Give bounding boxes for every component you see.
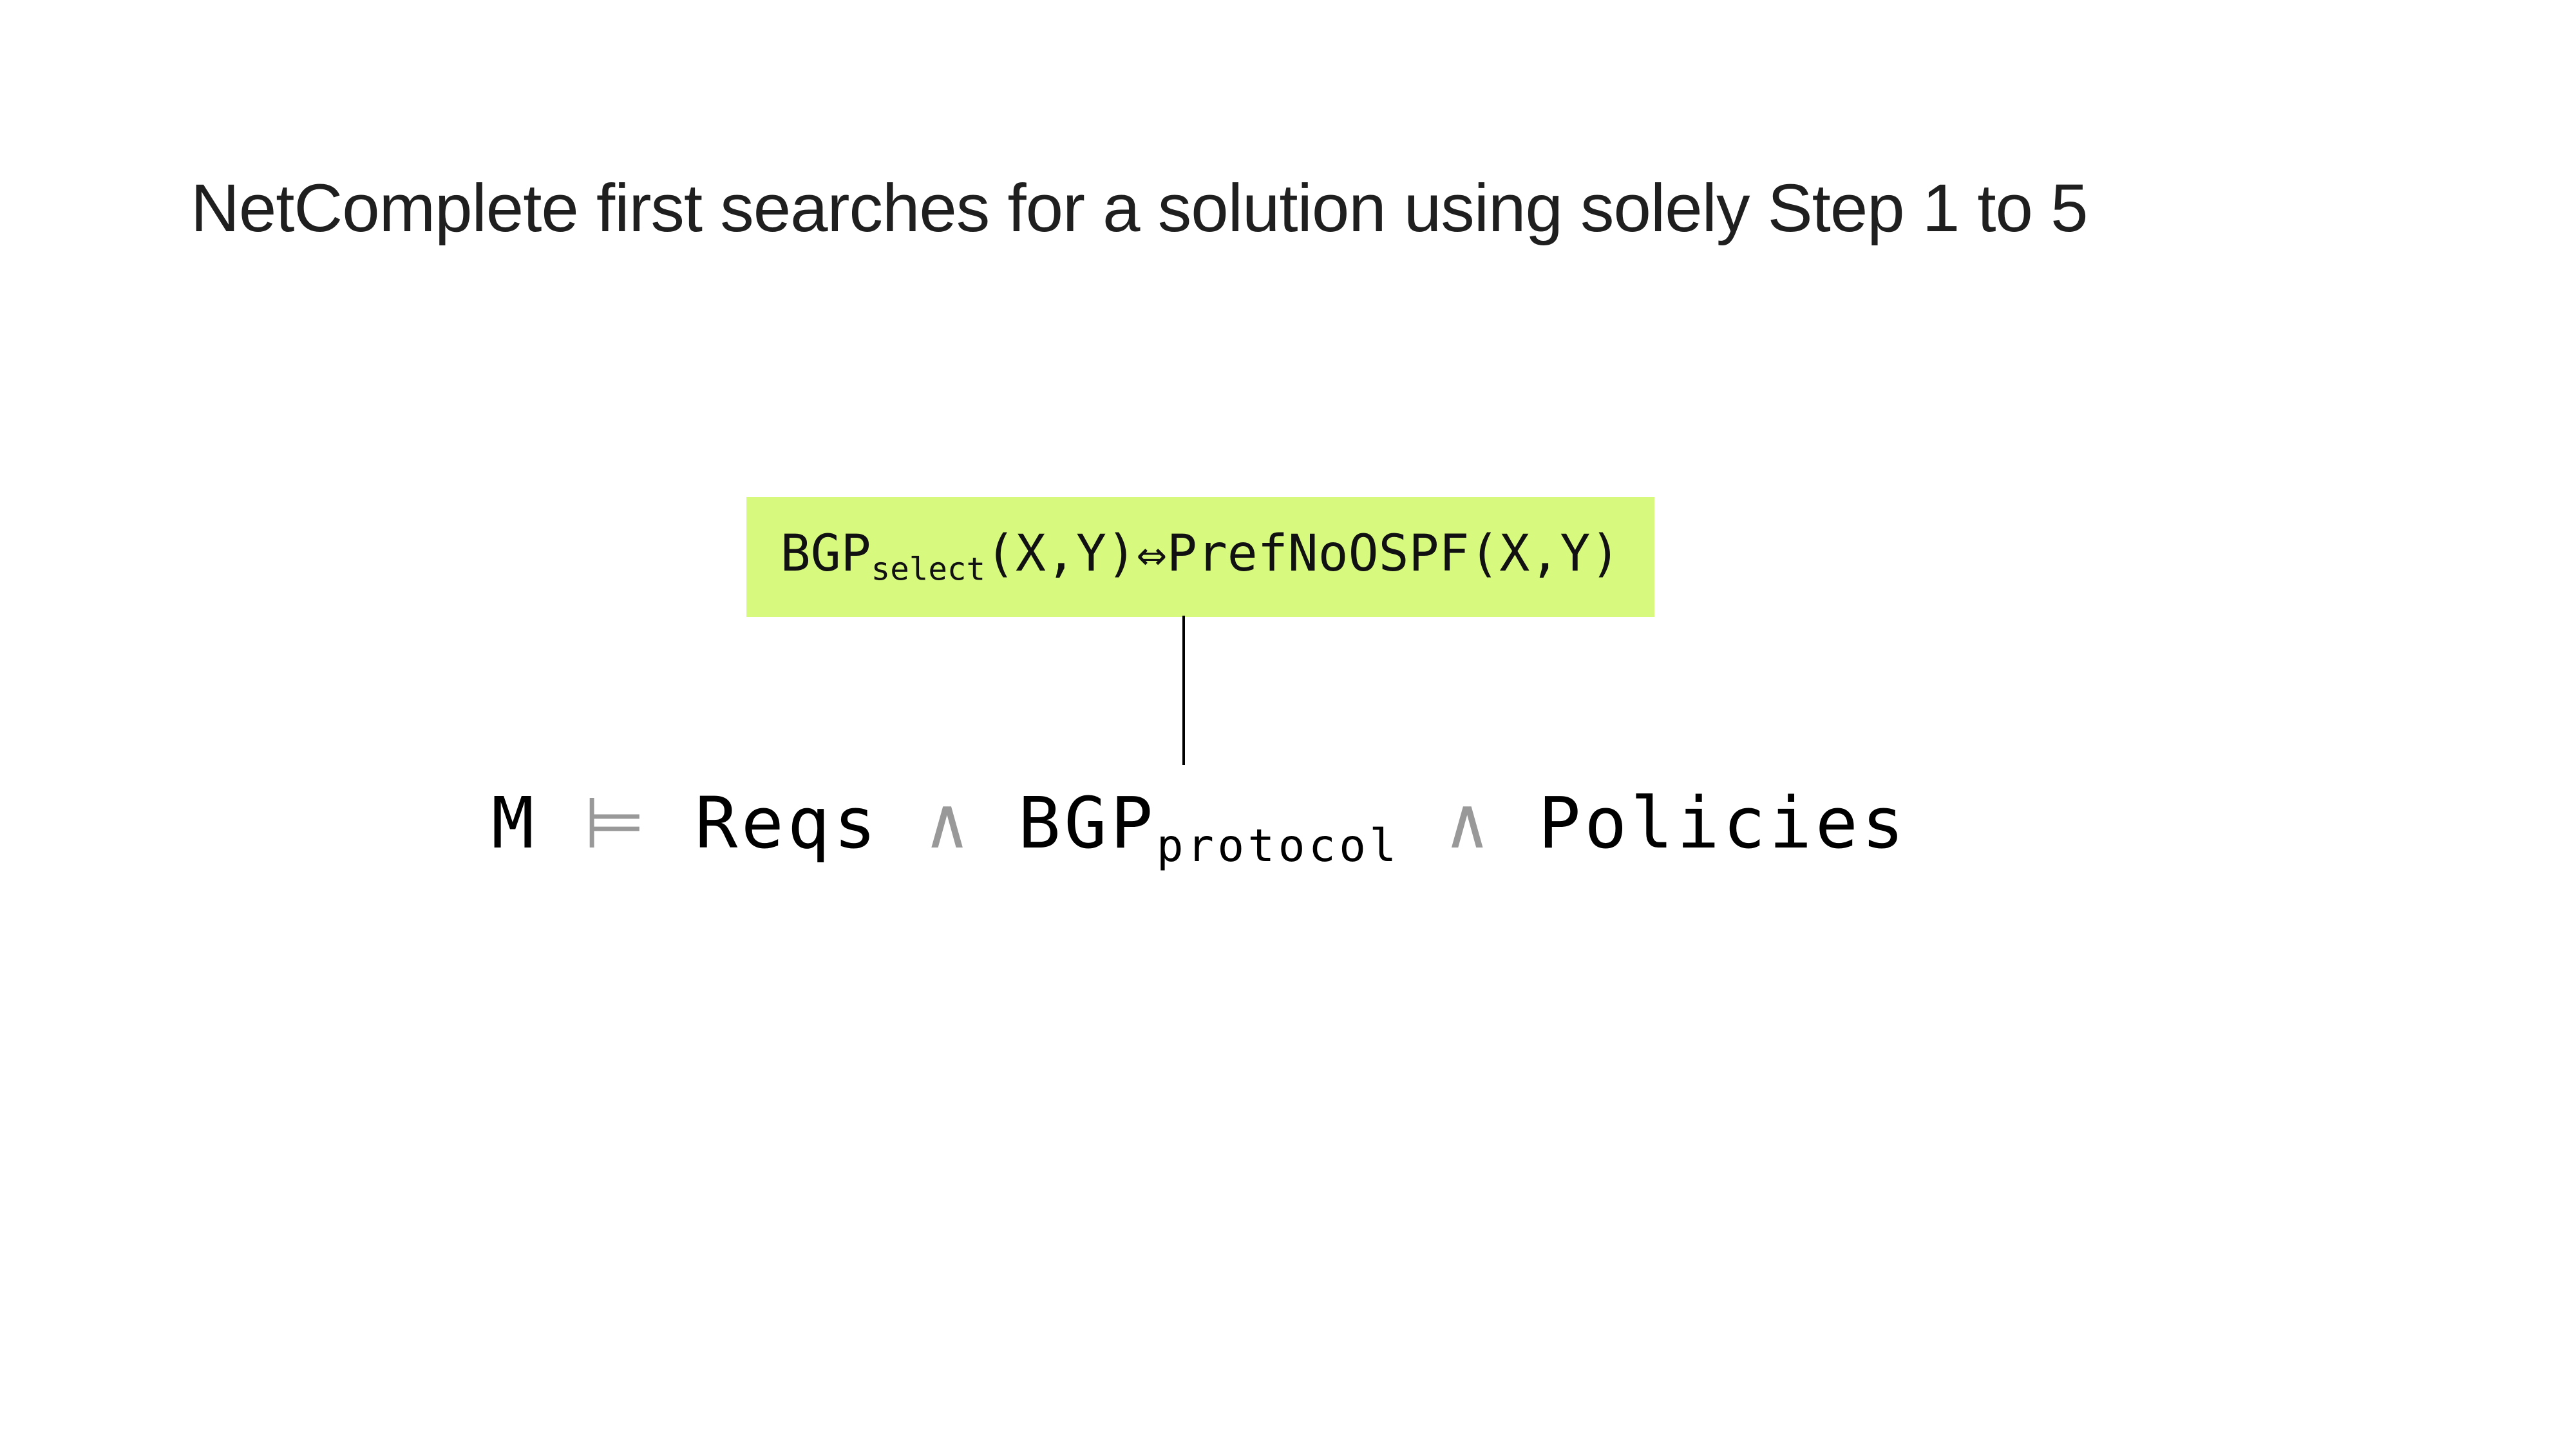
- and-symbol-1: ∧: [925, 782, 972, 864]
- main-formula: M⊨Reqs∧BGPprotocol∧Policies: [491, 788, 1908, 869]
- connector-line: [1182, 616, 1185, 765]
- formula-bgp-subscript: protocol: [1156, 820, 1400, 872]
- slide-title: NetComplete first searches for a solutio…: [191, 171, 2088, 246]
- box-term-rest: (X,Y)⇔PrefNoOSPF(X,Y): [985, 525, 1621, 583]
- and-symbol-2: ∧: [1446, 782, 1492, 864]
- highlight-box: BGPselect(X,Y)⇔PrefNoOSPF(X,Y): [746, 497, 1654, 617]
- formula-reqs: Reqs: [695, 782, 880, 864]
- box-term-base: BGP: [780, 525, 871, 583]
- box-term-subscript: select: [871, 550, 986, 588]
- highlight-box-formula: BGPselect(X,Y)⇔PrefNoOSPF(X,Y): [781, 529, 1621, 585]
- entails-symbol: ⊨: [583, 782, 649, 864]
- formula-policies: Policies: [1538, 782, 1908, 864]
- formula-model: M: [491, 782, 538, 864]
- formula-bgp-base: BGP: [1018, 782, 1157, 864]
